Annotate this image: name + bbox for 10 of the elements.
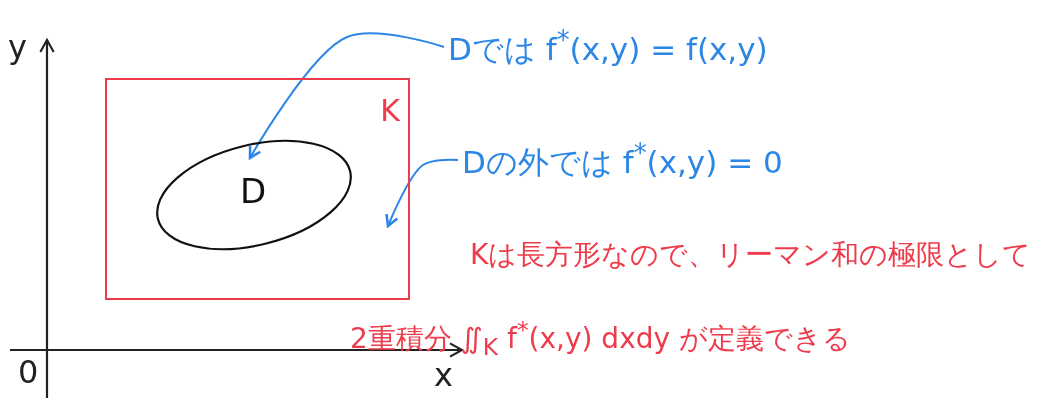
- annotation-text: Dでは f$^{*}$(x,y) = f(x,y): [448, 26, 768, 67]
- region-label: D: [240, 173, 267, 211]
- note-text: 2重積分 ∬$_{K}$ f$^{*}$(x,y) dxdy が定義できる: [350, 318, 851, 361]
- axis-label: y: [8, 30, 27, 66]
- origin-label: 0: [18, 355, 39, 391]
- rectangle-region: [105, 78, 410, 300]
- region-label: K: [380, 94, 400, 127]
- note-text: Kは長方形なので、リーマン和の極限として: [470, 240, 1032, 271]
- annotation-text: Dの外では f$^{*}$(x,y) = 0: [462, 139, 783, 180]
- axis-label: x: [434, 358, 453, 394]
